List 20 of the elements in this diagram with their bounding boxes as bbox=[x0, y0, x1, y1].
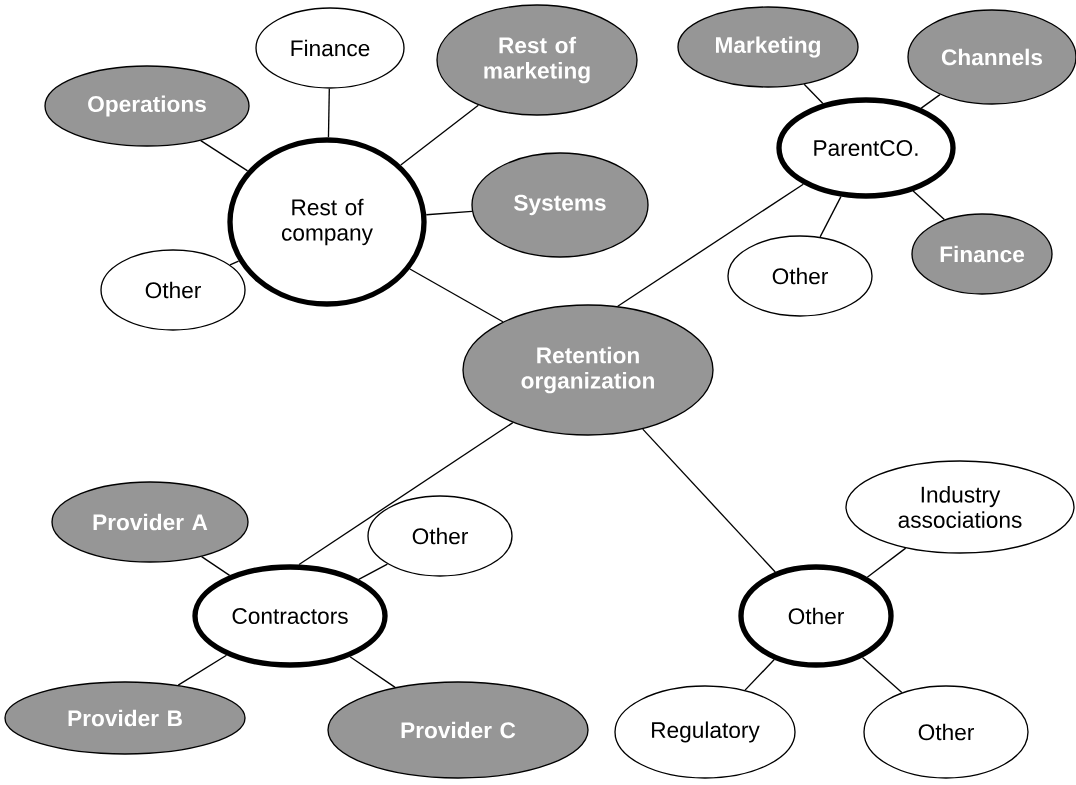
connector-line bbox=[819, 195, 842, 238]
connector-line bbox=[349, 656, 396, 688]
connector-line bbox=[642, 428, 776, 573]
connector-line bbox=[425, 210, 473, 216]
connector-line bbox=[409, 268, 504, 323]
connector-line bbox=[803, 83, 824, 105]
connector-line bbox=[177, 654, 228, 686]
connector-line bbox=[327, 88, 330, 138]
connector-line bbox=[200, 139, 249, 172]
connector-line bbox=[866, 547, 907, 578]
connector-line bbox=[912, 190, 945, 221]
connector-line bbox=[358, 563, 389, 580]
connector-line bbox=[200, 556, 231, 577]
connector-line bbox=[617, 183, 804, 307]
connector-line bbox=[920, 93, 941, 109]
connector-line bbox=[861, 656, 903, 694]
connector-line bbox=[298, 421, 514, 566]
connector-line bbox=[229, 260, 240, 266]
connector-line bbox=[400, 104, 480, 166]
connector-line bbox=[744, 658, 775, 691]
